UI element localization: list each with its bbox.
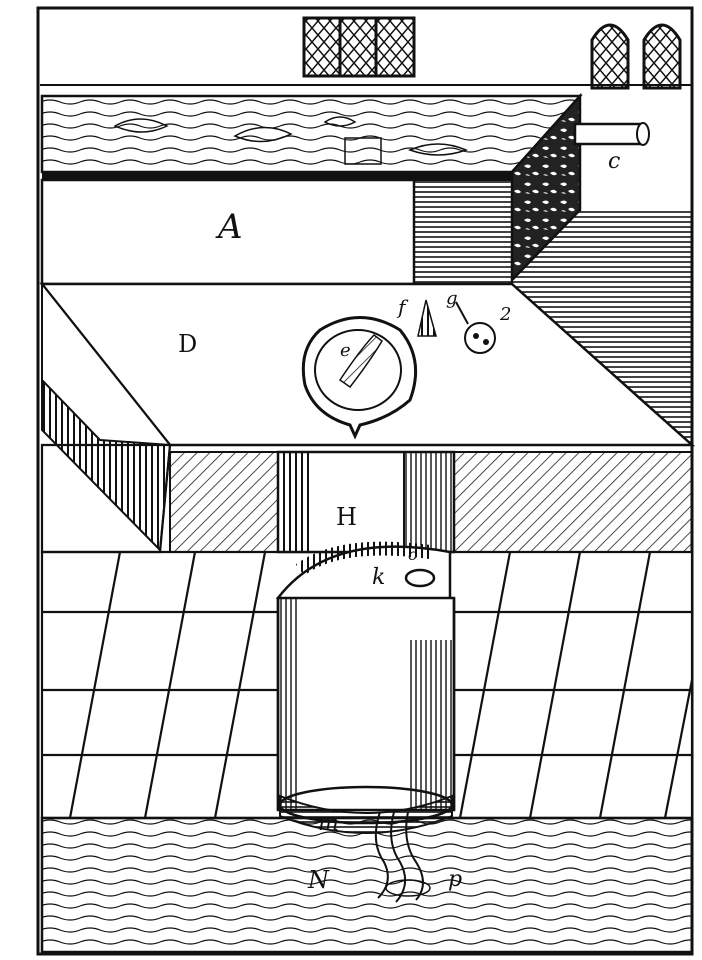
label-d: D [178,330,197,358]
back-wall [40,16,692,90]
cylinder-vessel: m [276,596,456,836]
arched-window-left [590,23,630,90]
shaft-h: H [276,450,456,554]
platform-d: D e f g 2 [39,281,696,553]
square-window [302,16,416,78]
label-k: k [372,565,385,590]
label-a: A [215,207,243,247]
lower-pool: N p [40,811,694,954]
label-o: o [408,545,418,564]
upper-cistern: c [40,92,650,284]
label-two: 2 [499,304,511,325]
arched-window-right [642,23,682,90]
label-h: H [336,503,357,531]
label-c: c [608,149,620,174]
label-g: g [446,288,458,309]
label-p: p [448,867,462,892]
label-e: e [340,340,351,361]
chamber-a: A [40,178,513,286]
label-n: N [307,866,330,894]
